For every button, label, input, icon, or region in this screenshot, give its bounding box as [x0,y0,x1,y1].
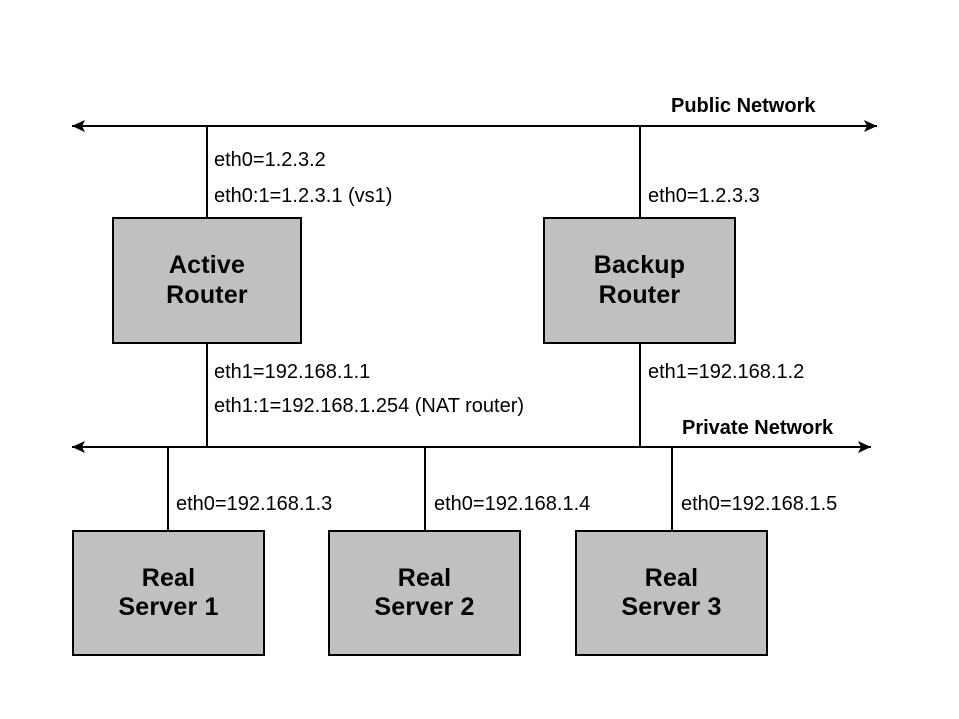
real-server-2-label-line2: Server 2 [374,593,475,621]
real-server-1-label-line1: Real [141,563,196,592]
backup-router-label-line2: Router [598,280,681,309]
backup-router-node[interactable]: Backup Router [543,217,736,344]
private-network-label: Private Network [682,417,834,439]
real-server-2-eth0-label: eth0=192.168.1.4 [434,493,591,515]
real-server-1-eth0-label: eth0=192.168.1.3 [176,493,333,515]
active-router-private-eth1-label: eth1=192.168.1.1 [214,361,371,383]
backup-router-private-eth1-label: eth1=192.168.1.2 [648,361,805,383]
active-router-private-eth1-1-label: eth1:1=192.168.1.254 (NAT router) [214,395,525,417]
public-network-label: Public Network [671,95,816,117]
real-server-1-label-line2: Server 1 [118,593,219,621]
real-server-3-eth0-label: eth0=192.168.1.5 [681,493,838,515]
active-router-label-line1: Active [168,251,246,279]
active-router-node[interactable]: Active Router [112,217,302,344]
real-server-2-node[interactable]: Real Server 2 [328,530,521,656]
real-server-3-label-line2: Server 3 [621,593,722,621]
backup-router-label-line1: Backup [593,251,686,279]
real-server-3-node[interactable]: Real Server 3 [575,530,768,656]
real-server-2-label-line1: Real [397,563,452,592]
active-router-public-eth0-label: eth0=1.2.3.2 [214,149,326,171]
active-router-label-line2: Router [166,280,248,309]
active-router-public-eth0-1-label: eth0:1=1.2.3.1 (vs1) [214,185,393,207]
real-server-1-node[interactable]: Real Server 1 [72,530,265,656]
real-server-3-label-line1: Real [644,563,699,592]
backup-router-public-eth0-label: eth0=1.2.3.3 [648,185,760,207]
